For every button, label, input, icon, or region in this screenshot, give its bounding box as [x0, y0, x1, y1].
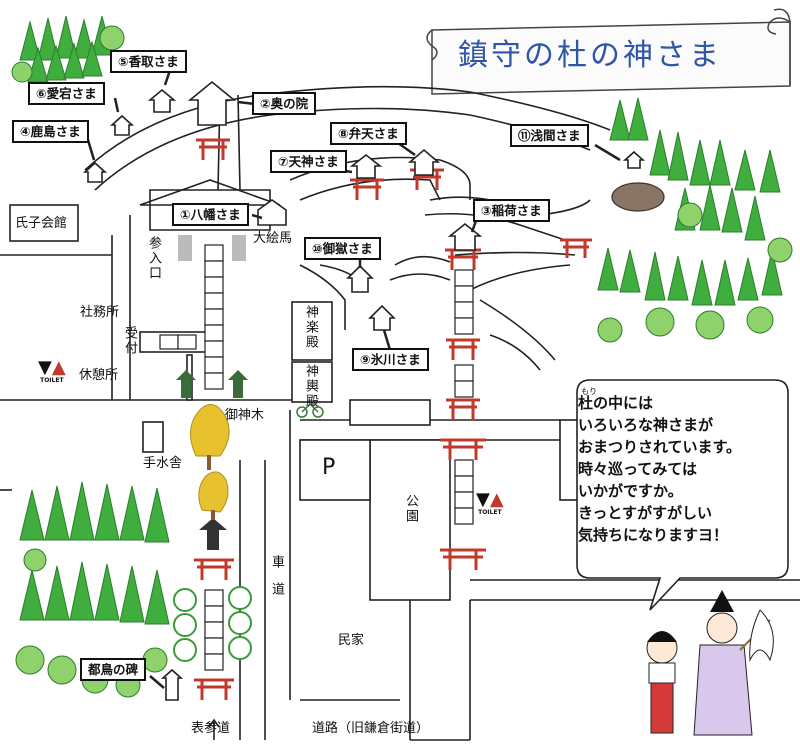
bubble-ruby: もり [581, 387, 597, 396]
bubble-line: きっとすがすがしい [578, 504, 712, 522]
bubble-line: 時々巡ってみては [578, 460, 697, 478]
bubble-line: おまつりされています。 [578, 438, 742, 456]
speech-bubble-text: もり 杜の中には いろいろな神さまが おまつりされています。 時々巡ってみては … [578, 387, 742, 546]
bubble-line: 杜の中には [578, 394, 654, 412]
label-kagura: 神楽殿 [303, 305, 318, 350]
miko-figure [646, 631, 678, 734]
speech-bubble-shape [576, 379, 789, 611]
bubble-line: いろいろな神さまが [578, 416, 714, 434]
toilet-label: TOILET [478, 509, 502, 516]
toilet-sign-2: ▼▲ TOILET [476, 489, 504, 517]
bubble-line: いかがですか。 [578, 482, 683, 500]
label-road: 道路（旧鎌倉街道） [312, 721, 430, 736]
callout-okunoin[interactable]: ②奥の院 [252, 92, 317, 115]
round-trees [173, 586, 252, 662]
ginkgo-trees [190, 404, 230, 520]
label-sanshu: 参入口 [146, 236, 161, 281]
label-goshinboku: 御神木 [225, 408, 265, 423]
callout-atago[interactable]: ⑥愛宕さま [28, 82, 105, 105]
callout-hikawa[interactable]: ⑨氷川さま [352, 348, 429, 371]
forest-bottom-left [15, 481, 170, 698]
label-ujiko-kaikan: 氏子会館 [15, 216, 68, 231]
toilet-sign-1: ▼▲ TOILET [38, 357, 66, 385]
sengen-rock [611, 182, 665, 212]
callout-inari[interactable]: ③稲荷さま [473, 199, 550, 222]
toilet-icon: ▼▲ [38, 357, 66, 378]
forest-top-left [11, 15, 125, 83]
label-oema: 大絵馬 [253, 231, 293, 246]
callout-tails [86, 69, 621, 689]
title-scroll [426, 8, 791, 95]
callout-katori[interactable]: ⑤香取さま [110, 50, 187, 73]
forest-right [597, 97, 793, 343]
callout-hachiman[interactable]: ①八幡さま [172, 203, 249, 226]
lanterns [176, 235, 248, 550]
callout-kashima[interactable]: ④鹿島さま [12, 120, 89, 143]
callout-tenjin[interactable]: ⑦天神さま [270, 150, 347, 173]
label-kuruma: 車道 [269, 555, 284, 609]
priest-figure [693, 590, 774, 736]
map-title: 鎮守の杜の神さま [458, 38, 722, 73]
label-parking: P [322, 455, 336, 480]
bicycle-icon [296, 402, 324, 418]
stone-path [159, 244, 474, 671]
label-koen: 公園 [403, 494, 418, 524]
shrine-markers [82, 80, 646, 701]
callout-mitake[interactable]: ⑩御獄さま [304, 237, 381, 260]
label-omotesando: 表参道 [191, 721, 231, 736]
entrance-arrow-icon [208, 718, 220, 740]
callout-benten[interactable]: ⑧弁天さま [330, 122, 407, 145]
label-mikoshi: 神輿殿 [303, 364, 318, 409]
label-kyukeisho: 休憩所 [79, 368, 119, 383]
label-uketsuke: 受付 [122, 326, 137, 356]
label-temizuya: 手水舎 [143, 456, 183, 471]
toilet-icon: ▼▲ [476, 489, 504, 510]
toilet-label: TOILET [40, 377, 64, 384]
label-minka: 民家 [338, 633, 365, 648]
label-shamusho: 社務所 [80, 305, 120, 320]
bubble-line: 気持ちになりますヨ！ [578, 526, 729, 544]
callout-sengen[interactable]: ⑪浅間さま [510, 124, 589, 147]
callout-miyakodori[interactable]: 都鳥の碑 [80, 658, 147, 681]
